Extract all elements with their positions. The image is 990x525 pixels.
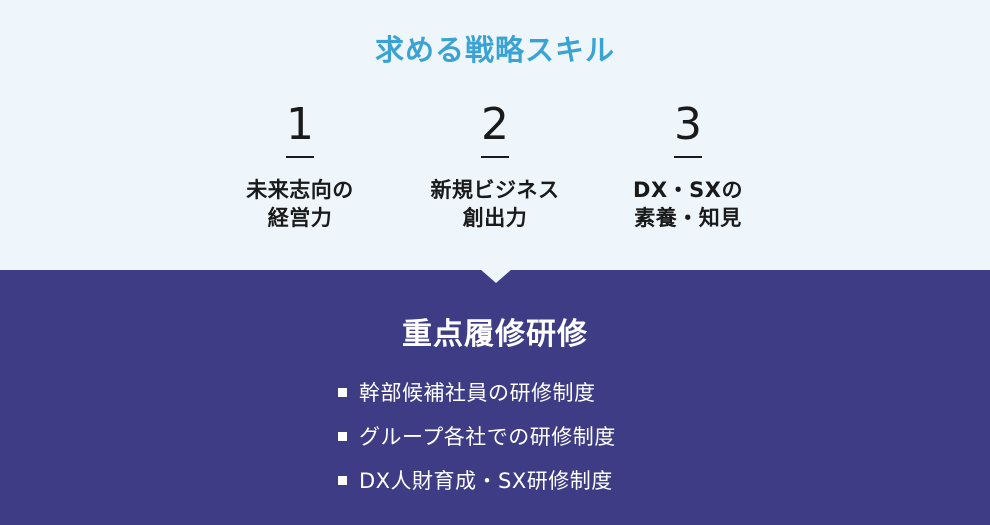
list-item-label: DX人財育成・SX研修制度 [359, 469, 613, 493]
list-item-label: グループ各社での研修制度 [359, 425, 616, 449]
square-bullet-icon [338, 431, 347, 441]
skills-section-title: 求める戦略スキル [374, 33, 615, 67]
training-section [0, 270, 990, 525]
skill-number: 1 [286, 99, 314, 150]
down-arrow-icon [480, 269, 512, 283]
training-list: 幹部候補社員の研修制度 グループ各社での研修制度 DX人財育成・SX研修制度 [338, 370, 616, 502]
skill-item-2: 2 新規ビジネス 創出力 [395, 100, 595, 232]
skill-label: DX・SXの 素養・知見 [633, 178, 743, 230]
list-item: 幹部候補社員の研修制度 [338, 370, 616, 414]
list-item: グループ各社での研修制度 [338, 414, 616, 458]
skill-item-3: 3 DX・SXの 素養・知見 [588, 100, 788, 232]
skill-label: 新規ビジネス 創出力 [430, 178, 560, 230]
list-item: DX人財育成・SX研修制度 [338, 458, 616, 502]
skill-divider [481, 156, 509, 158]
square-bullet-icon [338, 475, 347, 485]
skill-number: 3 [674, 99, 702, 150]
skills-section: 求める戦略スキル 1 未来志向の 経営力 2 新規ビジネス 創出力 3 DX・S… [0, 0, 990, 270]
square-bullet-icon [338, 387, 347, 397]
skill-number: 2 [481, 99, 509, 150]
skill-divider [286, 156, 314, 158]
skill-label: 未来志向の 経営力 [246, 178, 354, 230]
skill-item-1: 1 未来志向の 経営力 [200, 100, 400, 232]
list-item-label: 幹部候補社員の研修制度 [359, 381, 596, 405]
training-section-title: 重点履修研修 [402, 317, 588, 352]
skill-divider [674, 156, 702, 158]
